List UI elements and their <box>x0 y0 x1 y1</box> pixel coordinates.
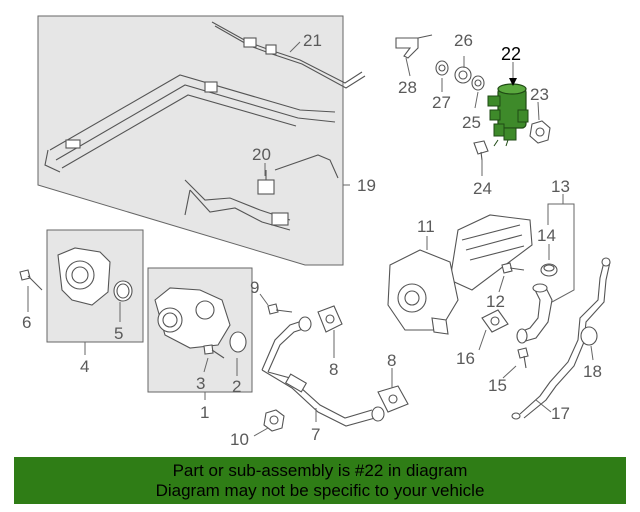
callout-21: 21 <box>303 31 322 50</box>
callout-18: 18 <box>583 362 602 381</box>
arrow-22 <box>509 78 517 86</box>
callout-23: 23 <box>530 85 549 104</box>
bracket-28 <box>395 37 419 59</box>
callout-15: 15 <box>488 376 507 395</box>
banner-line-1: Part or sub-assembly is #22 in diagram <box>172 461 468 480</box>
banner-line-2: Diagram may not be specific to your vehi… <box>155 481 485 500</box>
callout-11: 11 <box>417 217 435 236</box>
panel-4 <box>19 229 144 343</box>
callout-14: 14 <box>537 226 556 245</box>
panel-1 <box>147 267 293 393</box>
callout-8a: 8 <box>329 360 338 379</box>
callout-20: 20 <box>252 145 271 164</box>
callout-27: 27 <box>432 93 451 112</box>
callout-16: 16 <box>456 349 475 368</box>
callout-12: 12 <box>486 292 505 311</box>
callout-6: 6 <box>22 313 31 332</box>
callout-2: 2 <box>232 377 241 396</box>
callout-13: 13 <box>551 177 570 196</box>
bolt-12 <box>501 262 513 274</box>
callout-9: 9 <box>250 278 259 297</box>
callout-22: 22 <box>501 44 521 64</box>
callout-8b: 8 <box>387 351 396 370</box>
callout-1: 1 <box>200 403 209 422</box>
solenoid-22[interactable] <box>487 83 529 147</box>
callout-3: 3 <box>196 374 205 393</box>
callout-7: 7 <box>311 425 320 444</box>
bolt-15 <box>517 347 529 359</box>
egr-pipe-7 <box>261 305 409 432</box>
pipe-13 <box>516 283 553 344</box>
callout-17: 17 <box>551 404 570 423</box>
callout-26: 26 <box>454 31 473 50</box>
egr-cooler-11 <box>387 214 533 335</box>
callouts: 1 2 3 4 5 6 7 8 8 9 10 11 12 13 14 15 16… <box>22 31 602 449</box>
callout-24: 24 <box>473 179 492 198</box>
bolt-24 <box>473 140 489 155</box>
leader-lines <box>27 41 594 437</box>
callout-28: 28 <box>398 78 417 97</box>
parts-diagram: 1 2 3 4 5 6 7 8 8 9 10 11 12 13 14 15 16… <box>19 15 611 449</box>
callout-4: 4 <box>80 357 89 376</box>
info-banner: Part or sub-assembly is #22 in diagram D… <box>14 457 626 504</box>
callout-25: 25 <box>462 113 481 132</box>
panel-19 <box>37 15 366 266</box>
callout-5: 5 <box>114 324 123 343</box>
callout-19: 19 <box>357 176 376 195</box>
cap-18 <box>580 326 598 346</box>
callout-10: 10 <box>230 430 249 449</box>
